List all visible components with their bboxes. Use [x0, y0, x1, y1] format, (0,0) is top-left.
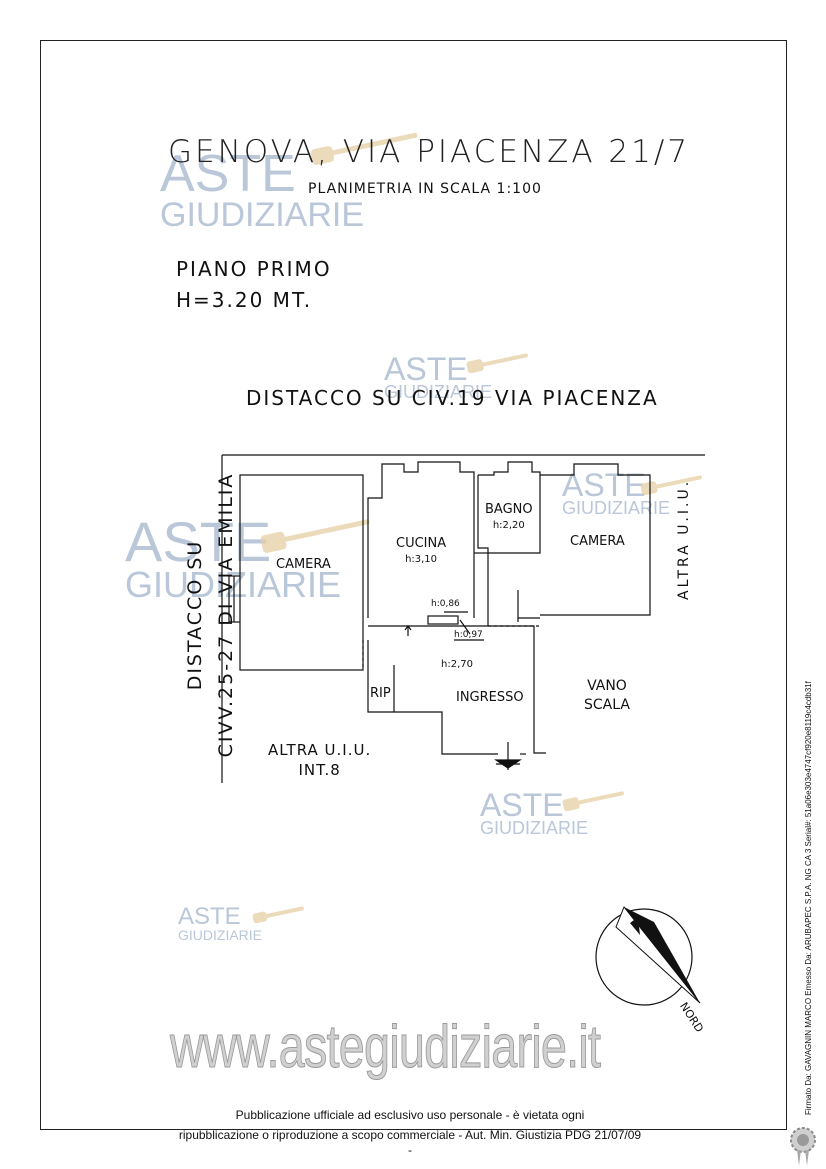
surrounding-bottom-line1: ALTRA U.I.U.: [268, 741, 372, 759]
gavel-icon: [252, 906, 304, 924]
drawing-frame: [40, 40, 787, 1130]
footer-notice: Pubblicazione ufficiale ad esclusivo uso…: [150, 1105, 670, 1157]
floor-level: PIANO PRIMO: [176, 257, 332, 281]
room-cucina: CUCINA h:3,10: [396, 536, 446, 568]
watermark-aste-4: ASTE GIUDIZIARIE: [125, 510, 342, 606]
camera-left-walls: [239, 474, 364, 671]
page-title: GENOVA, VIA PIACENZA 21/7: [168, 134, 691, 170]
footer-line2: ripubblicazione o riproduzione a scopo c…: [178, 1128, 642, 1142]
gavel-icon: [640, 475, 702, 496]
room-cucina-height: h:3,10: [405, 554, 438, 565]
floor-info: PIANO PRIMO H=3.20 MT.: [176, 254, 332, 316]
scale-subtitle: PLANIMETRIA IN SCALA 1:100: [308, 181, 542, 197]
room-bagno-label: BAGNO: [485, 502, 533, 517]
bagno-walls: [477, 461, 541, 554]
gavel-icon: [562, 791, 624, 812]
vano-scala-line2: SCALA: [584, 697, 630, 713]
vano-scala: VANO SCALA: [584, 677, 630, 715]
room-ingresso: INGRESSO: [456, 690, 524, 705]
vano-scala-line1: VANO: [587, 678, 627, 694]
compass-icon: [595, 906, 701, 1006]
watermark-aste-1: ASTE GIUDIZIARIE: [160, 145, 365, 235]
watermark-aste-5: ASTE GIUDIZIARIE: [480, 787, 589, 839]
gavel-icon: [260, 519, 370, 553]
height-086: h:0,86: [431, 599, 460, 609]
room-rip: RIP: [370, 686, 391, 701]
surrounding-top: DISTACCO SU CIV.19 VIA PIACENZA: [246, 386, 659, 410]
room-camera-right: CAMERA: [570, 534, 625, 549]
gavel-icon: [310, 132, 418, 165]
footer-line1: Pubblicazione ufficiale ad esclusivo uso…: [235, 1108, 585, 1122]
watermark-aste-2: ASTE GIUDIZIARIE: [384, 351, 493, 403]
height-097: h:0,97: [454, 630, 483, 640]
ingresso-walls: [368, 625, 546, 754]
gavel-icon: [466, 353, 528, 374]
room-camera-left: CAMERA: [276, 557, 331, 572]
room-bagno: BAGNO h:2,20: [485, 502, 533, 534]
site-watermark: www.astegiudiziarie.it: [170, 1013, 602, 1081]
cucina-walls: [367, 461, 475, 618]
watermark-aste-3: ASTE GIUDIZIARIE: [562, 467, 671, 519]
floor-height: H=3.20 MT.: [176, 288, 313, 312]
room-cucina-label: CUCINA: [396, 536, 447, 551]
camera-right-walls: [540, 463, 651, 616]
surrounding-bottom: ALTRA U.I.U. INT.8: [268, 740, 371, 780]
room-bagno-height: h:2,20: [492, 520, 525, 531]
room-ingresso-height: h:2,70: [441, 659, 473, 670]
watermark-aste-6: ASTE GIUDIZIARIE: [178, 903, 263, 943]
surrounding-bottom-line2: INT.8: [298, 761, 341, 779]
footer-dash: -: [408, 1143, 412, 1157]
